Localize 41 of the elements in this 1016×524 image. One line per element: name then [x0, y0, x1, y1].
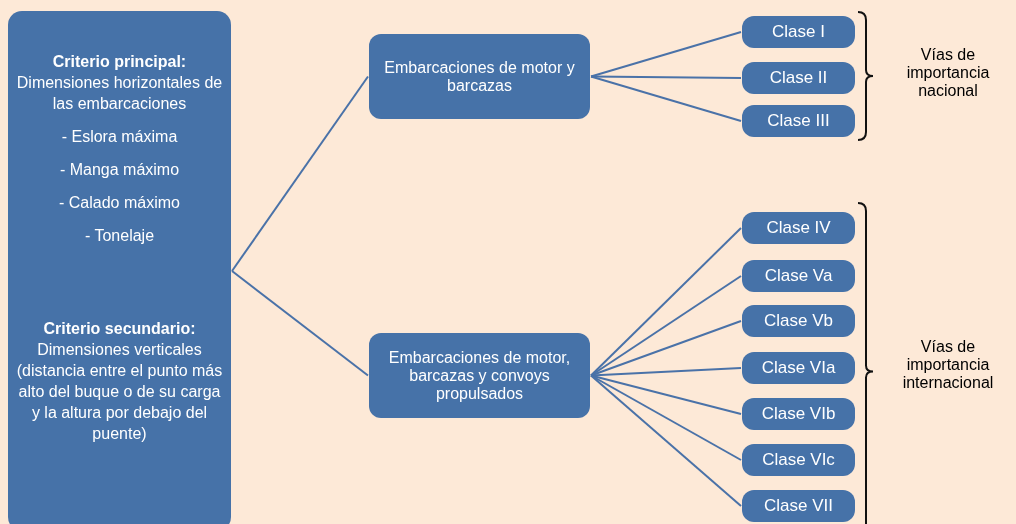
box-label: Clase VIb [761, 404, 836, 424]
category-box [369, 34, 590, 119]
class-box [742, 490, 855, 522]
criterion-text: Dimensiones verticales (distancia entre el punto más alto del buque o de su carga y la altura por debajo del puente) [16, 340, 223, 444]
group-label: Vías de importancia internacional [901, 338, 995, 392]
box-label: Clase Vb [764, 311, 833, 331]
criterion-text: - Calado máximo [59, 193, 180, 213]
box-label: Clase VIa [761, 358, 836, 378]
box-label: Clase III [767, 111, 830, 131]
connector-line [231, 270, 369, 377]
criterion-heading: Criterio secundario: [43, 319, 196, 339]
connector-line [590, 75, 742, 122]
box-label: Clase II [769, 68, 828, 88]
class-box [742, 105, 855, 137]
box-label: Clase Va [764, 266, 833, 286]
criterion-heading: Criterio principal: [52, 52, 187, 72]
connector-line [231, 75, 369, 272]
class-box [742, 260, 855, 292]
class-box [742, 352, 855, 384]
criteria-panel [8, 11, 231, 524]
connector-line [590, 31, 742, 78]
group-label: Vías de importancia nacional [905, 46, 991, 100]
box-label: Clase VII [764, 496, 833, 516]
criterion-text: - Manga máximo [59, 160, 180, 180]
box-label: Clase VIc [762, 450, 835, 470]
criterion-text: - Eslora máxima [61, 127, 178, 147]
class-box [742, 444, 855, 476]
connector-line [590, 374, 742, 507]
class-box [742, 305, 855, 337]
class-box [742, 212, 855, 244]
criterion-text: Dimensiones horizontales de las embarcaciones [16, 73, 223, 114]
category-box [369, 333, 590, 418]
class-box [742, 62, 855, 94]
class-box [742, 16, 855, 48]
class-box [742, 398, 855, 430]
box-label: Embarcaciones de motor y barcazas [383, 58, 576, 95]
box-label: Embarcaciones de motor, barcazas y convoys propulsados [387, 348, 572, 403]
box-label: Clase I [772, 22, 825, 42]
criterion-text: - Tonelaje [84, 226, 155, 246]
connector-line [590, 275, 742, 377]
box-label: Clase IV [766, 218, 831, 238]
